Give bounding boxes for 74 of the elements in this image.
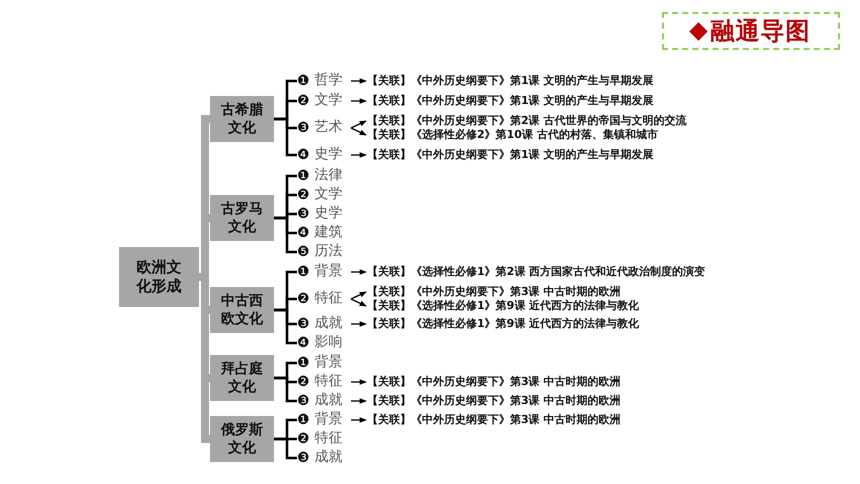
item-label: 特征 bbox=[314, 431, 343, 447]
item-label: 特征 bbox=[314, 291, 343, 307]
list-number: ❺ bbox=[297, 245, 310, 259]
bracket-line bbox=[274, 118, 297, 156]
topic-box: 俄罗斯文化 bbox=[210, 416, 274, 462]
arrow bbox=[350, 127, 367, 136]
topic-box: 拜占庭文化 bbox=[210, 355, 274, 401]
list-number: ❶ bbox=[297, 413, 310, 427]
reference-note: 【关联】《选择性必修1》第9课 近代西方的法律与教化 bbox=[367, 317, 640, 331]
reference-note: 【关联】《中外历史纲要下》第3课 中古时期的欧洲 bbox=[367, 413, 620, 427]
bracket-line bbox=[274, 438, 297, 460]
bracket-line bbox=[274, 376, 297, 402]
list-number: ❷ bbox=[297, 292, 310, 306]
reference-note: 【关联】《中外历史纲要下》第1课 文明的产生与早期发展 bbox=[367, 74, 654, 88]
arrow bbox=[351, 269, 367, 275]
arrow bbox=[351, 98, 367, 104]
topic-box: 古希腊文化 bbox=[210, 96, 274, 142]
list-number: ❶ bbox=[297, 265, 310, 279]
item-label: 成就 bbox=[314, 450, 343, 466]
list-number: ❸ bbox=[297, 207, 310, 221]
item-label: 背景 bbox=[314, 264, 343, 280]
item-label: 史学 bbox=[314, 206, 343, 222]
arrow bbox=[351, 379, 367, 385]
list-number: ❸ bbox=[297, 394, 310, 408]
item-label: 背景 bbox=[314, 412, 343, 428]
item-label: 背景 bbox=[314, 355, 343, 371]
list-number: ❶ bbox=[297, 356, 310, 370]
list-number: ❷ bbox=[297, 432, 310, 446]
list-number: ❷ bbox=[297, 375, 310, 389]
item-label: 文学 bbox=[314, 93, 343, 109]
item-label: 影响 bbox=[314, 335, 343, 351]
topic-box: 中古西欧文化 bbox=[210, 287, 274, 333]
list-number: ❹ bbox=[297, 226, 310, 240]
list-number: ❶ bbox=[297, 169, 310, 183]
arrow bbox=[351, 152, 367, 158]
list-number: ❹ bbox=[297, 148, 310, 162]
topic-box: 古罗马文化 bbox=[210, 195, 274, 241]
list-number: ❶ bbox=[297, 74, 310, 88]
reference-note: 【关联】《选择性必修2》第10课 古代的村落、集镇和城市 bbox=[367, 128, 658, 142]
bracket-line bbox=[274, 308, 297, 344]
item-label: 史学 bbox=[314, 147, 343, 163]
list-number: ❸ bbox=[297, 317, 310, 331]
reference-note: 【关联】《中外历史纲要下》第3课 中古时期的欧洲 bbox=[367, 285, 620, 299]
reference-note: 【关联】《中外历史纲要下》第3课 中古时期的欧洲 bbox=[367, 375, 620, 389]
item-label: 成就 bbox=[314, 316, 343, 332]
reference-note: 【关联】《选择性必修1》第2课 西方国家古代和近代政治制度的演变 bbox=[367, 265, 706, 279]
bracket-line bbox=[274, 216, 297, 254]
list-number: ❸ bbox=[297, 121, 310, 135]
item-label: 文学 bbox=[314, 187, 343, 203]
item-label: 建筑 bbox=[314, 225, 343, 241]
arrow bbox=[350, 120, 367, 129]
list-number: ❷ bbox=[297, 188, 310, 202]
topic-box: 欧洲文化形成 bbox=[119, 247, 199, 307]
arrow bbox=[351, 321, 367, 327]
item-label: 艺术 bbox=[314, 120, 343, 136]
reference-note: 【关联】《中外历史纲要下》第1课 文明的产生与早期发展 bbox=[367, 148, 654, 162]
reference-note: 【关联】《中外历史纲要下》第3课 中古时期的欧洲 bbox=[367, 394, 620, 408]
reference-note: 【关联】《中外历史纲要下》第1课 文明的产生与早期发展 bbox=[367, 94, 654, 108]
title-text: 融通导图 bbox=[710, 16, 810, 47]
item-label: 哲学 bbox=[314, 73, 343, 89]
list-number: ❸ bbox=[297, 451, 310, 465]
item-label: 法律 bbox=[314, 168, 343, 184]
arrow bbox=[351, 78, 367, 84]
arrow bbox=[351, 398, 367, 404]
list-number: ❷ bbox=[297, 94, 310, 108]
list-number: ❹ bbox=[297, 336, 310, 350]
arrow bbox=[350, 298, 367, 307]
arrow bbox=[351, 417, 367, 423]
item-label: 成就 bbox=[314, 393, 343, 409]
item-label: 历法 bbox=[314, 244, 343, 260]
item-label: 特征 bbox=[314, 374, 343, 390]
reference-note: 【关联】《中外历史纲要下》第2课 古代世界的帝国与文明的交流 bbox=[367, 114, 686, 128]
reference-note: 【关联】《选择性必修1》第9课 近代西方的法律与教化 bbox=[367, 299, 640, 313]
arrow bbox=[350, 291, 367, 300]
